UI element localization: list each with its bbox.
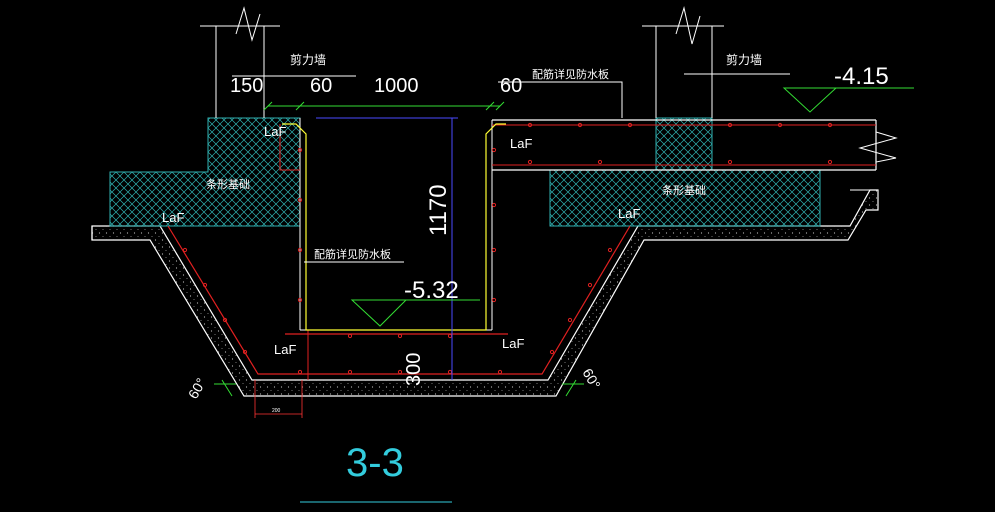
rebar-yellow-left — [282, 123, 506, 331]
right-strip-foundation — [549, 169, 821, 227]
elevation-marker-top-right — [782, 87, 914, 113]
rebar-yellow-bottom-leg — [254, 380, 303, 418]
elevation-top-right: -4.15 — [834, 63, 889, 90]
right-top-leader — [498, 81, 623, 118]
section-title: 3-3 — [346, 441, 404, 485]
left-wall-break-symbol — [235, 6, 261, 42]
right-wall-break-symbol — [675, 6, 701, 45]
laf-label-2: LaF — [510, 136, 532, 151]
angle-mark-left — [214, 379, 236, 397]
right-shear-wall-hatch — [655, 117, 713, 171]
dim-small: 200 — [272, 408, 281, 414]
dim-1000: 1000 — [374, 75, 419, 97]
waterproof-rebar-label-top: 配筋详见防水板 — [532, 67, 609, 81]
angle-label-right: 60° — [579, 366, 603, 392]
laf-label-1: LaF — [264, 124, 286, 139]
angle-mark-right — [562, 379, 584, 397]
dim-60-left: 60 — [310, 75, 332, 97]
laf-label-5: LaF — [274, 342, 296, 357]
vertical-dimension-1170 — [446, 117, 458, 380]
strip-foundation-label-left: 条形基础 — [206, 177, 250, 191]
dim-300: 300 — [403, 353, 425, 386]
rebar-dots — [182, 122, 833, 375]
dim-150: 150 — [230, 75, 263, 97]
laf-label-3: LaF — [162, 210, 184, 225]
rebar-red-right-slab — [492, 124, 876, 166]
right-step-break — [820, 169, 876, 191]
pit-concrete-shell — [91, 189, 879, 397]
dim-60-right: 60 — [500, 75, 522, 97]
dim-1170: 1170 — [425, 184, 452, 236]
pit-inner-walls — [299, 118, 493, 331]
waterproof-rebar-label-mid: 配筋详见防水板 — [314, 247, 391, 261]
shear-wall-label-left: 剪力墙 — [290, 52, 326, 67]
elevation-pit-bottom: -5.32 — [404, 277, 459, 304]
left-shear-wall — [200, 25, 280, 118]
laf-label-6: LaF — [502, 336, 524, 351]
strip-foundation-label-right: 条形基础 — [662, 183, 706, 197]
right-shear-wall — [642, 25, 724, 118]
shear-wall-label-right: 剪力墙 — [726, 52, 762, 67]
break-line-right — [858, 120, 898, 170]
angle-label-left: 60° — [185, 375, 209, 401]
laf-label-4: LaF — [618, 206, 640, 221]
elevation-marker-pit — [350, 299, 480, 327]
top-dimension-ticks — [263, 101, 505, 111]
rebar-yellow-left-hook — [279, 124, 300, 171]
